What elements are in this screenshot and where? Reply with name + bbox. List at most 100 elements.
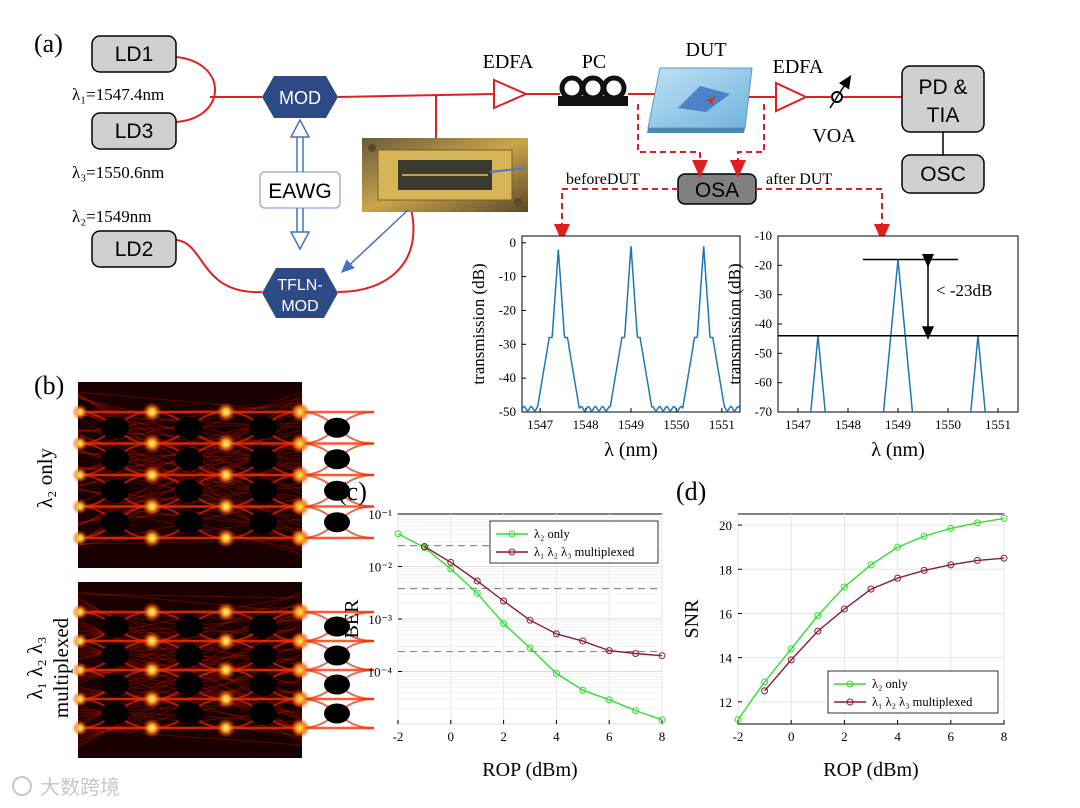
y-tick-label: 0: [510, 235, 517, 250]
panel-label-a: (a): [34, 29, 63, 58]
y-tick-label: 18: [719, 562, 732, 577]
eye-crossing: [72, 662, 88, 678]
eawg-label: EAWG: [268, 180, 331, 203]
eye-opening: [176, 674, 202, 695]
data-point: [894, 543, 902, 551]
eye-opening: [324, 512, 350, 533]
eye-diagram-lambda2-only: [72, 382, 375, 568]
data-point: [761, 687, 769, 695]
eye-trace: [77, 728, 303, 746]
y-tick-label: -70: [755, 404, 772, 419]
legend-box: [489, 520, 659, 564]
photo-arrow: [340, 209, 409, 274]
before-dut-label: beforeDUT: [566, 171, 640, 188]
x-tick-label: 2: [500, 729, 507, 744]
x-tick-label: 1548: [835, 417, 861, 432]
voa-label: VOA: [812, 125, 856, 147]
eye-bottom-label-1: λ₁ λ₂ λ₃: [23, 636, 47, 699]
eye-crossing: [292, 404, 308, 420]
data-point: [920, 532, 928, 540]
ld2-box: LD2: [91, 230, 177, 268]
plot-frame: [521, 235, 741, 413]
eye-crossing: [216, 689, 236, 709]
data-point: [840, 605, 848, 613]
series-line: [424, 545, 663, 657]
eawg-arrows: [289, 118, 311, 251]
eye-crossing: [72, 498, 88, 515]
y-axis-title: transmission (dB): [725, 263, 744, 384]
eye-crossing: [72, 404, 88, 420]
fiber-ld2: [175, 239, 263, 294]
ld3-label: LD3: [115, 120, 154, 143]
pd-tia-box: PD & TIA: [901, 65, 985, 133]
eye-trace: [77, 591, 303, 685]
x-tick-label: 1547: [785, 417, 812, 432]
edfa1: EDFA: [483, 51, 534, 110]
y-tick-label: -40: [499, 370, 516, 385]
osa-label: OSA: [695, 179, 739, 202]
tfln-package-photo: [362, 138, 528, 212]
eye-opening: [324, 616, 350, 637]
eye-crossing: [72, 467, 88, 483]
data-point: [447, 558, 455, 566]
y-tick-label: 10⁻²: [368, 560, 392, 575]
x-tick-label: 6: [948, 729, 955, 744]
eye-opening: [250, 449, 276, 470]
watermark-text: 大数跨境: [40, 775, 120, 799]
data-point: [658, 716, 666, 724]
data-point: [867, 585, 875, 593]
y-tick-label: 20: [719, 518, 732, 533]
eye-opening: [102, 512, 128, 533]
lambda2-label: λ₂=1549nm: [72, 207, 151, 226]
watermark: 大数跨境: [12, 775, 120, 799]
edfa2-label: EDFA: [773, 56, 824, 78]
eye-opening: [102, 645, 128, 666]
data-point: [814, 612, 822, 620]
eawg-box: EAWG: [259, 171, 341, 209]
osc-label: OSC: [920, 163, 966, 186]
data-point: [920, 566, 928, 574]
y-tick-label: -50: [755, 345, 772, 360]
pd-tia-label-1: PD &: [918, 76, 967, 99]
tfln-mod-block: TFLN- MOD: [262, 268, 338, 318]
eye-trace: [77, 593, 303, 599]
x-tick-label: -2: [733, 729, 744, 744]
legend-entry: λ₂ only: [534, 527, 571, 541]
legend-marker: [508, 548, 516, 556]
x-tick-label: 1547: [527, 417, 554, 432]
eye-crossing: [216, 433, 236, 454]
eye-crossing: [216, 660, 236, 680]
eye-crossing: [72, 530, 88, 546]
eye-crossing: [216, 528, 236, 548]
y-tick-label: 10⁻³: [368, 612, 392, 627]
data-point: [1000, 554, 1008, 562]
eye-opening: [250, 616, 276, 637]
eye-opening: [324, 449, 350, 470]
x-axis-title: ROP (dBm): [823, 759, 918, 781]
data-point: [500, 597, 508, 605]
eye-bottom-label-2: multiplexed: [49, 617, 73, 718]
eye-opening: [102, 616, 128, 637]
eye-opening: [250, 417, 276, 438]
eye-crossing: [142, 402, 162, 422]
x-tick-label: 4: [553, 729, 560, 744]
ld3-box: LD3: [91, 112, 177, 150]
x-tick-label: 2: [841, 729, 848, 744]
data-point: [552, 669, 560, 677]
eye-crossing: [142, 496, 162, 517]
y-tick-label: -10: [755, 228, 772, 243]
lambda3-label: λ₃=1550.6nm: [72, 163, 164, 182]
series-line: [737, 517, 1005, 721]
data-point: [947, 561, 955, 569]
data-point: [605, 696, 613, 704]
legend-marker: [508, 530, 516, 538]
eye-trace: [77, 539, 303, 545]
eye-opening: [250, 645, 276, 666]
ld1-label: LD1: [115, 43, 154, 66]
x-tick-label: 1551: [709, 417, 735, 432]
y-tick-label: 16: [719, 606, 733, 621]
data-point: [632, 650, 640, 658]
